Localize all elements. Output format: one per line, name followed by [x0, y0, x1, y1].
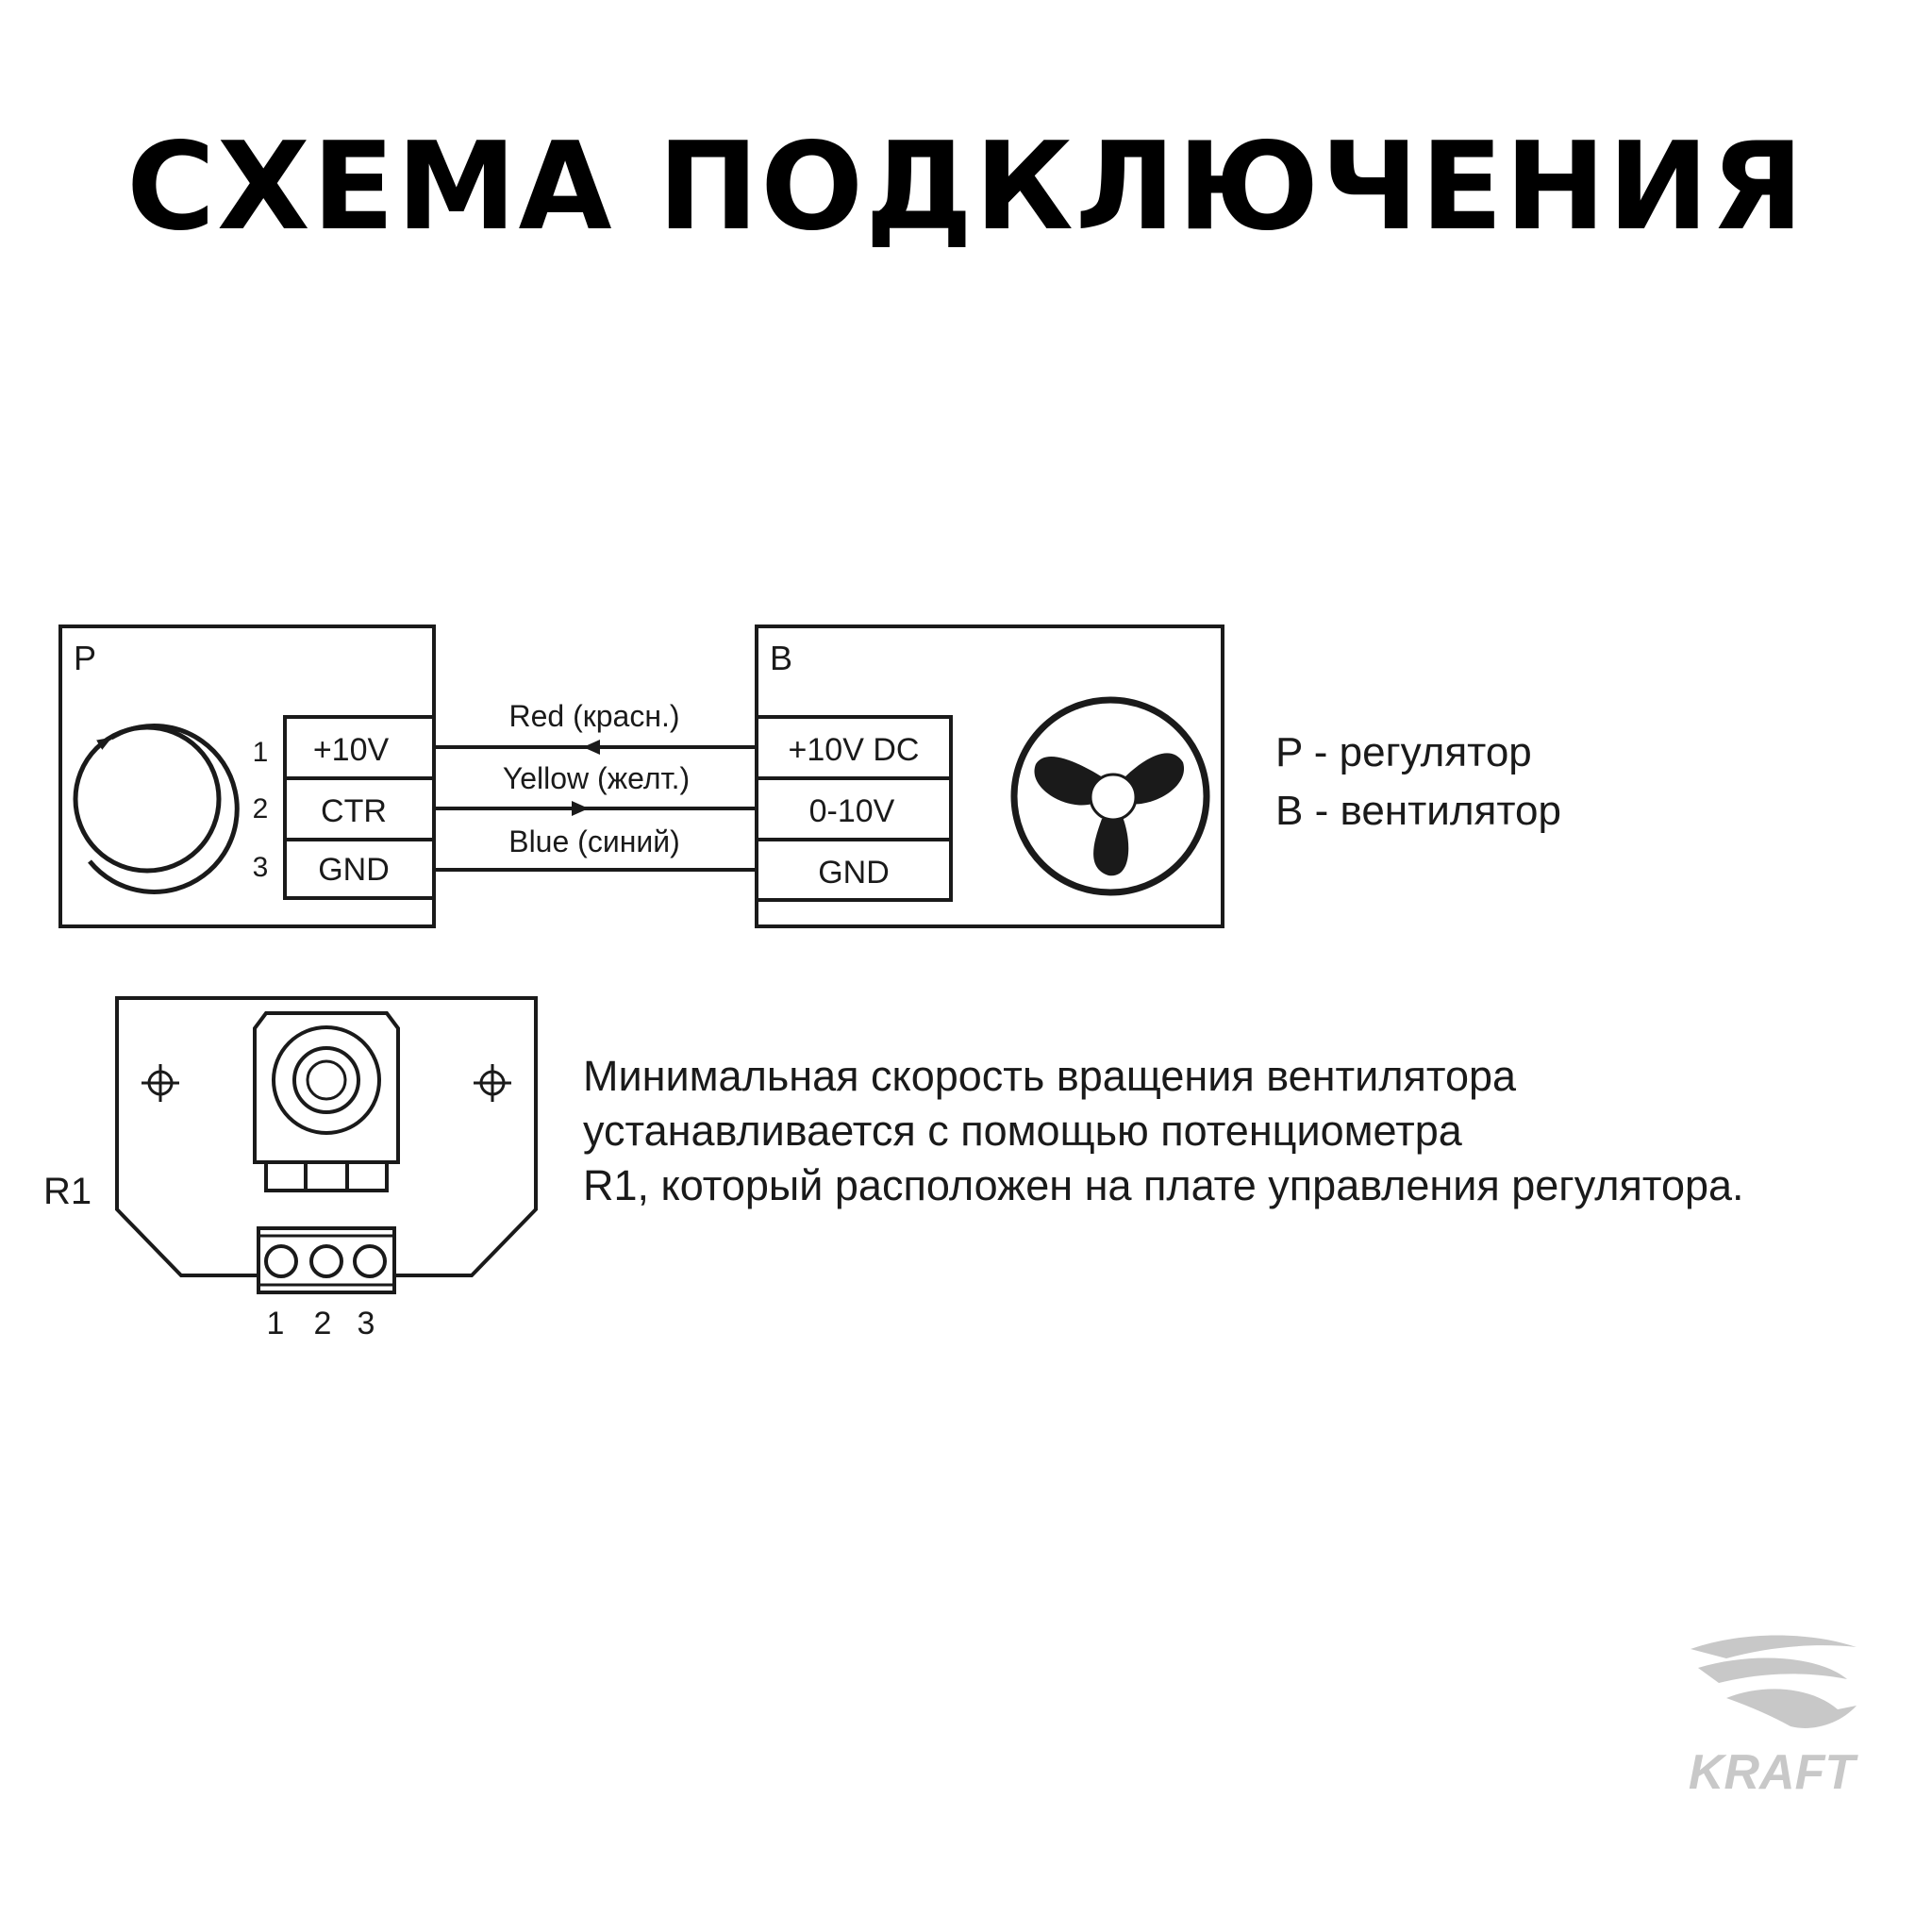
- potentiometer-icon: [253, 1011, 400, 1192]
- note: Минимальная скорость вращения вентилятор…: [583, 1052, 1744, 1209]
- wire-label-red: Red (красн.): [508, 699, 679, 733]
- note-line: R1, который расположен на плате управлен…: [583, 1161, 1744, 1209]
- mounting-hole-icon: [142, 1064, 179, 1102]
- control-board: R1: [43, 996, 538, 1341]
- wire-label-yellow: Yellow (желт.): [503, 761, 690, 795]
- wire-label-blue: Blue (синий): [508, 824, 680, 858]
- terminal-label: CTR: [321, 793, 387, 829]
- fan-block: B +10V DC 0-10V GND: [755, 625, 1224, 928]
- board-label: R1: [43, 1171, 92, 1212]
- regulator-block: P 1 2 3 +10V CTR GND: [58, 625, 436, 928]
- terminal-label: +10V: [313, 732, 390, 768]
- terminal-label: GND: [818, 855, 890, 891]
- wires: Red (красн.) Yellow (желт.) Blue (синий): [436, 699, 755, 872]
- legend-fan: B - вентилятор: [1275, 788, 1561, 834]
- arrow-right-icon: [572, 801, 589, 816]
- knob-icon: [73, 723, 240, 894]
- page-title: СХЕМА ПОДКЛЮЧЕНИЯ: [126, 117, 1806, 258]
- legend-regulator: P - регулятор: [1275, 729, 1532, 775]
- terminal-number: 3: [358, 1306, 375, 1341]
- mounting-hole-icon: [474, 1064, 511, 1102]
- logo-text: KRAFT: [1689, 1745, 1858, 1800]
- regulator-terminal-block: [283, 715, 436, 900]
- terminal-block-icon: [257, 1226, 396, 1294]
- note-line: устанавливается с помощью потенциометра: [583, 1107, 1463, 1155]
- terminal-label: 0-10V: [809, 793, 895, 829]
- kraft-logo: KRAFT: [1689, 1635, 1858, 1800]
- fan-terminal-block: [755, 715, 953, 902]
- fan-label: B: [770, 639, 792, 677]
- terminal-label: +10V DC: [789, 732, 920, 768]
- legend: P - регулятор B - вентилятор: [1275, 729, 1561, 834]
- note-line: Минимальная скорость вращения вентилятор…: [583, 1052, 1517, 1100]
- terminal-label: GND: [318, 852, 390, 888]
- fan-icon: [1010, 696, 1210, 896]
- board-outline: [115, 996, 538, 1277]
- pin-number: 1: [253, 737, 269, 768]
- regulator-label: P: [74, 639, 96, 677]
- terminal-number: 2: [314, 1306, 332, 1341]
- arrow-left-icon: [583, 740, 600, 755]
- terminal-number: 1: [267, 1306, 285, 1341]
- pin-number: 2: [253, 793, 269, 824]
- pin-number: 3: [253, 852, 269, 883]
